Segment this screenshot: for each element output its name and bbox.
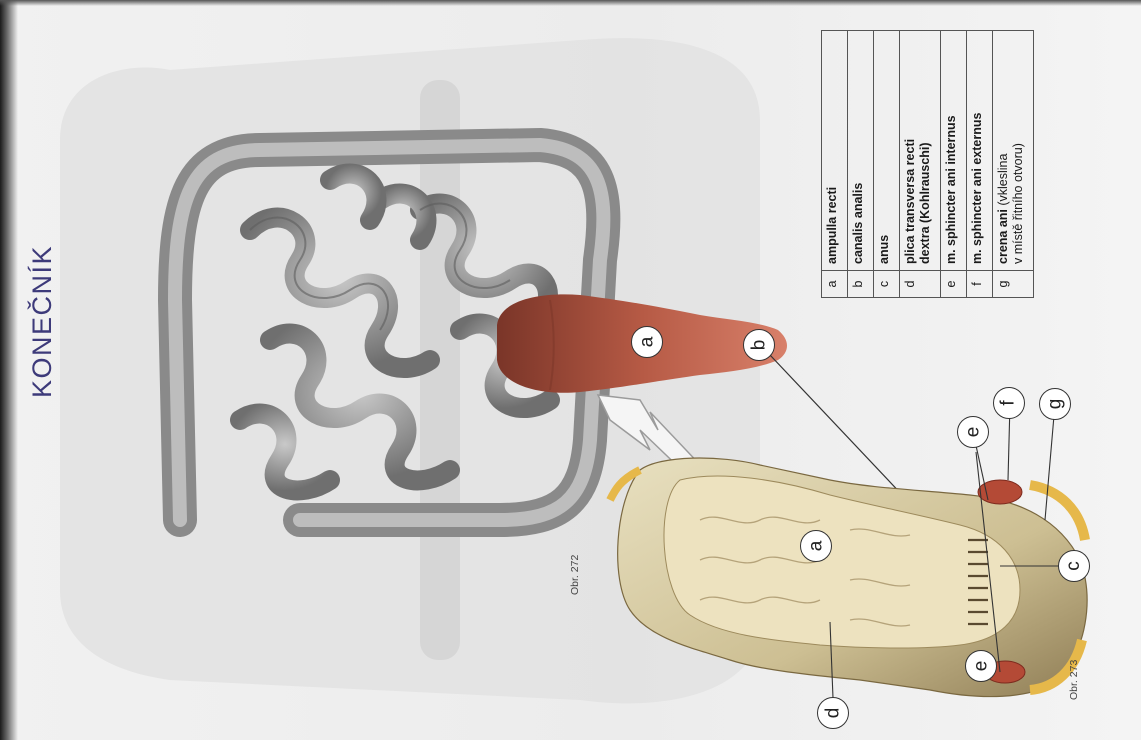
legend-term-line1: crena ani xyxy=(996,209,1010,264)
figure-273-caption: Obr. 273 xyxy=(1068,660,1080,700)
legend-term-line1: plica transversa recti xyxy=(903,139,917,264)
legend-term: m. sphincter ani externus xyxy=(967,31,993,271)
legend-row: b canalis analis xyxy=(848,31,874,298)
label-e-lower: e xyxy=(965,650,997,682)
figure-272-caption: Obr. 272 xyxy=(569,555,581,595)
label-a-fig272: a xyxy=(631,326,663,358)
legend-term: ampulla recti xyxy=(822,31,848,271)
legend-note-line1: (vkleslina xyxy=(996,154,1010,210)
legend-letter: c xyxy=(874,271,900,298)
label-c: c xyxy=(1058,550,1090,582)
label-d: d xyxy=(817,697,849,729)
page-title: KONEČNÍK xyxy=(27,245,58,398)
legend-term: anus xyxy=(874,31,900,271)
label-g: g xyxy=(1039,388,1071,420)
legend-note-line2: v místě řitního otvoru) xyxy=(1011,143,1025,264)
label-b-fig272: b xyxy=(743,329,775,361)
label-f: f xyxy=(993,387,1025,419)
legend-row: e m. sphincter ani internus xyxy=(941,31,967,298)
legend-row: f m. sphincter ani externus xyxy=(967,31,993,298)
legend-term: m. sphincter ani internus xyxy=(941,31,967,271)
legend-row: c anus xyxy=(874,31,900,298)
legend-table: a ampulla recti b canalis analis c anus … xyxy=(821,30,1034,298)
label-e-upper: e xyxy=(957,416,989,448)
legend-letter: a xyxy=(822,271,848,298)
legend-letter: f xyxy=(967,271,993,298)
page-top-shadow xyxy=(0,0,1141,6)
legend-term-line2: dextra (Kohlrauschi) xyxy=(918,142,932,264)
legend-letter: g xyxy=(993,271,1034,298)
legend-letter: e xyxy=(941,271,967,298)
legend-letter: d xyxy=(900,271,941,298)
legend-row: a ampulla recti xyxy=(822,31,848,298)
legend-term: canalis analis xyxy=(848,31,874,271)
label-a-fig273: a xyxy=(800,530,832,562)
page-fold-shadow xyxy=(0,0,18,740)
legend-letter: b xyxy=(848,271,874,298)
